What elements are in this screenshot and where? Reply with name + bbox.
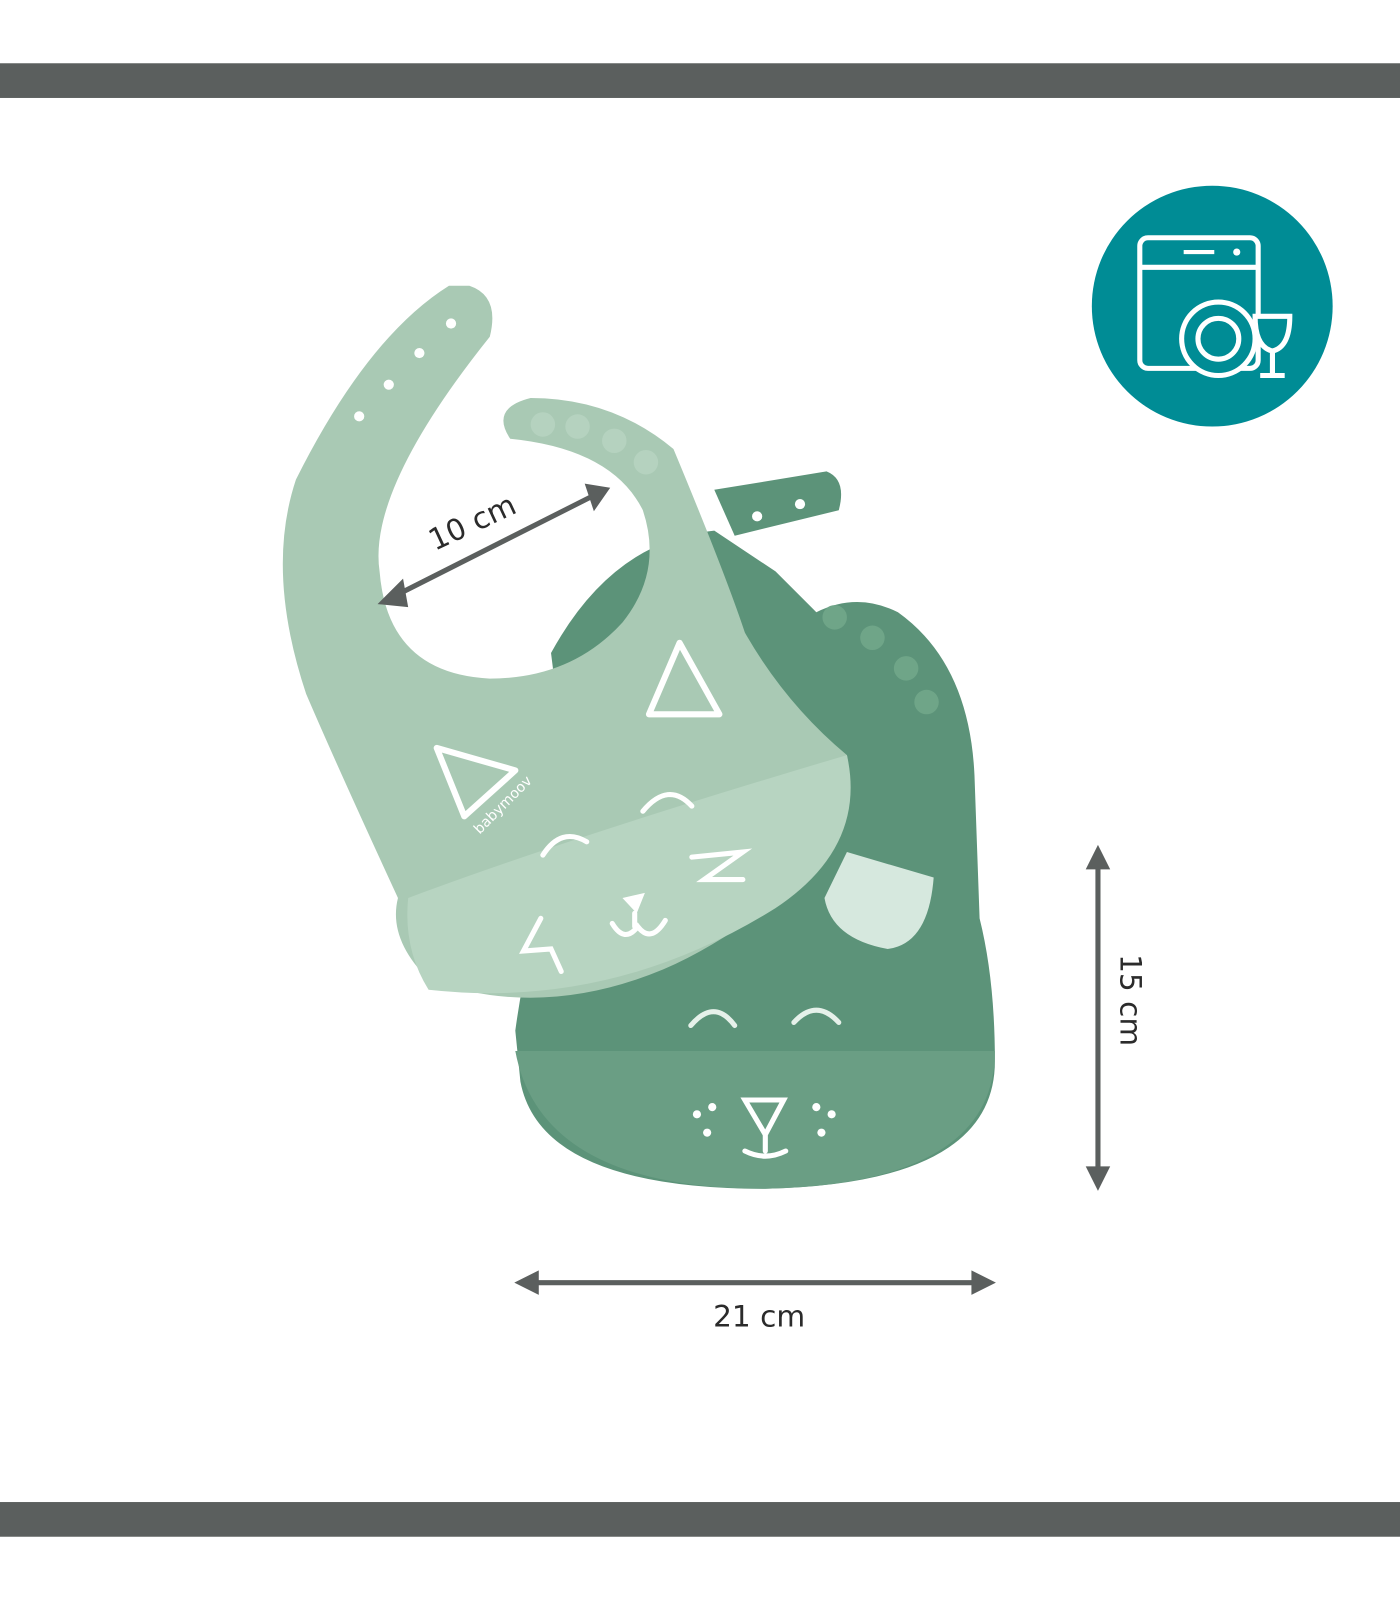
top-bar: [0, 63, 1400, 98]
neck-dimension: 10 cm: [377, 483, 611, 608]
neck-dimension-label: 10 cm: [423, 488, 521, 558]
height-dimension-label: 15 cm: [1113, 954, 1147, 1046]
width-dimension-label: 21 cm: [713, 1300, 805, 1334]
light-green-bib: babymoov: [282, 285, 851, 998]
dishwasher-safe-icon: [1091, 185, 1333, 427]
width-dimension: 21 cm: [514, 1270, 996, 1334]
height-dimension: 15 cm: [1085, 844, 1147, 1191]
bottom-bar: [0, 1502, 1400, 1537]
